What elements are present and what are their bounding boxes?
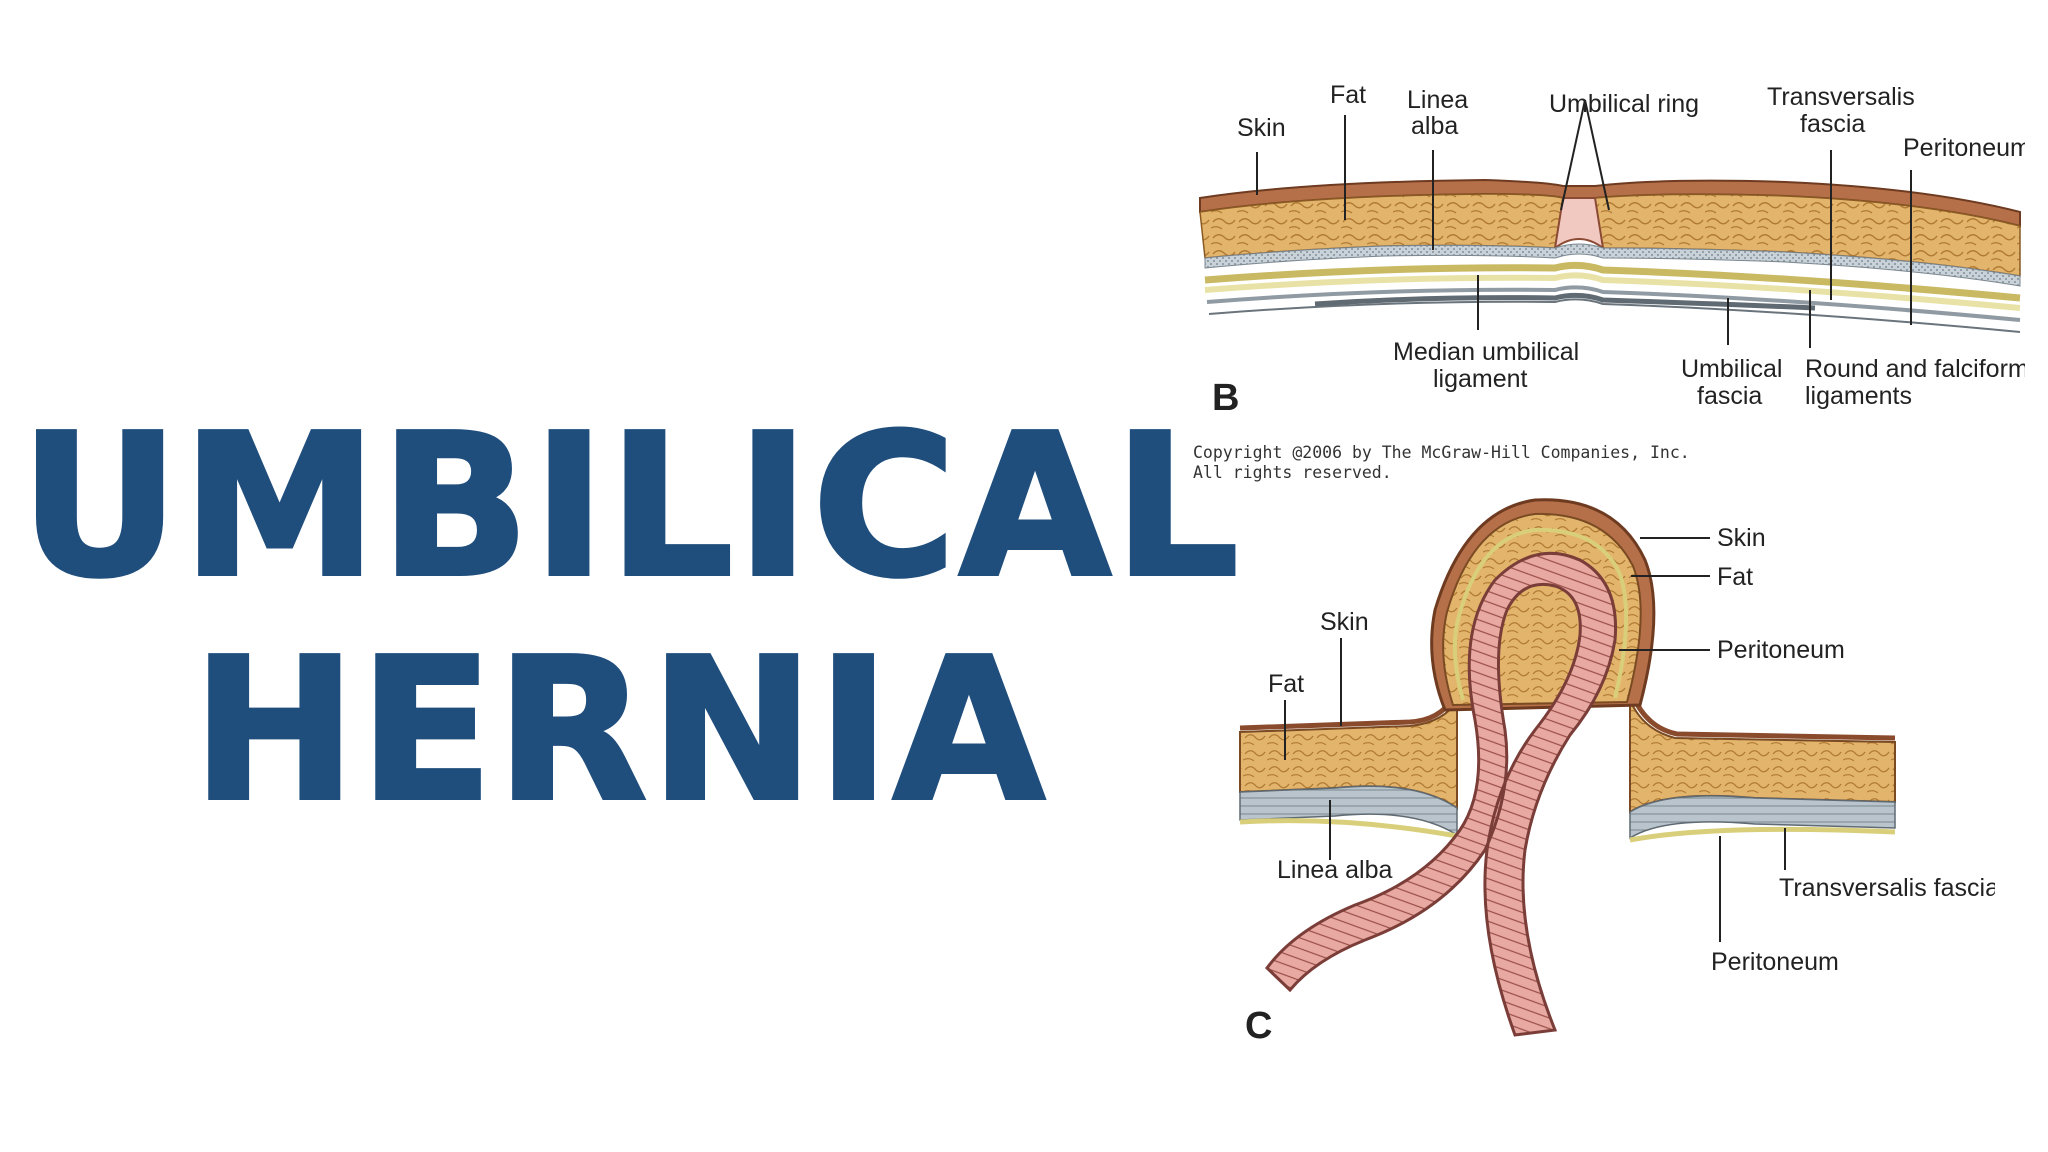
umbilical-ring-gap (1553, 197, 1605, 251)
title-block: UMBILICAL HERNIA (18, 393, 1242, 845)
label-skin-c-left: Skin (1320, 608, 1369, 636)
fascia-c-left (1239, 818, 1458, 839)
title-line-1: UMBILICAL (18, 393, 1242, 621)
ligament-band (1314, 292, 1816, 311)
diagram-c-herniated-bowel: Skin Fat Peritoneum Skin Fat Linea alba … (1239, 498, 1995, 1047)
label-transversalis-b-2: fascia (1800, 110, 1865, 138)
label-skin-b: Skin (1237, 114, 1286, 142)
label-fat-b: Fat (1330, 81, 1366, 109)
copyright-line-2: All rights reserved. (1193, 463, 1392, 482)
label-linea-alba-c: Linea alba (1277, 856, 1392, 884)
title-line-2: HERNIA (190, 617, 1048, 845)
label-umbilical-ring: Umbilical ring (1549, 90, 1699, 118)
leader-ring-left (1560, 99, 1586, 211)
label-transversalis-b-1: Transversalis (1767, 83, 1915, 111)
label-linea-b-2: alba (1411, 112, 1458, 140)
linea-alba-c-left (1239, 785, 1458, 837)
panel-letter-b: B (1212, 377, 1239, 419)
skin-layer-c-right (1630, 694, 1896, 741)
label-peritoneum-c-right: Peritoneum (1717, 636, 1845, 664)
diagram-b-umbilical-ring-section: Skin Fat Linea alba Umbilical ring Trans… (1193, 81, 2025, 482)
fascia-c-right (1629, 826, 1896, 843)
panel-letter-c: C (1245, 1005, 1272, 1047)
label-skin-c-right: Skin (1717, 524, 1766, 552)
peritoneum-line-b (1208, 298, 2021, 333)
label-linea-b-1: Linea (1407, 86, 1468, 114)
label-fat-c-right: Fat (1717, 563, 1753, 591)
label-umbilical-fascia-b-1: Umbilical (1681, 355, 1782, 383)
bowel-loop (1265, 551, 1618, 1037)
fascia-band-1 (1204, 261, 2021, 302)
label-peritoneum-b: Peritoneum (1903, 134, 2025, 162)
hernia-sac-peritoneum (1452, 527, 1629, 701)
fascia-band-3 (1206, 285, 2021, 322)
label-median-b-1: Median umbilical (1393, 338, 1579, 366)
linea-alba-c-right (1629, 795, 1896, 840)
fat-layer-c-right (1629, 699, 1896, 814)
copyright-line-1: Copyright @2006 by The McGraw-Hill Compa… (1193, 443, 1690, 462)
label-umbilical-fascia-b-2: fascia (1697, 382, 1762, 410)
label-median-b-2: ligament (1433, 365, 1528, 393)
linea-alba-band-b (1204, 243, 2021, 287)
label-fat-c-left: Fat (1268, 670, 1304, 698)
label-peritoneum-c-bottom: Peritoneum (1711, 948, 1839, 976)
label-transversalis-c: Transversalis fascia (1779, 874, 1995, 902)
label-round-b-1: Round and falciform (1805, 355, 2025, 383)
label-round-b-2: ligaments (1805, 382, 1912, 410)
leader-ring-right (1584, 99, 1610, 211)
fascia-band-2 (1204, 272, 2021, 311)
